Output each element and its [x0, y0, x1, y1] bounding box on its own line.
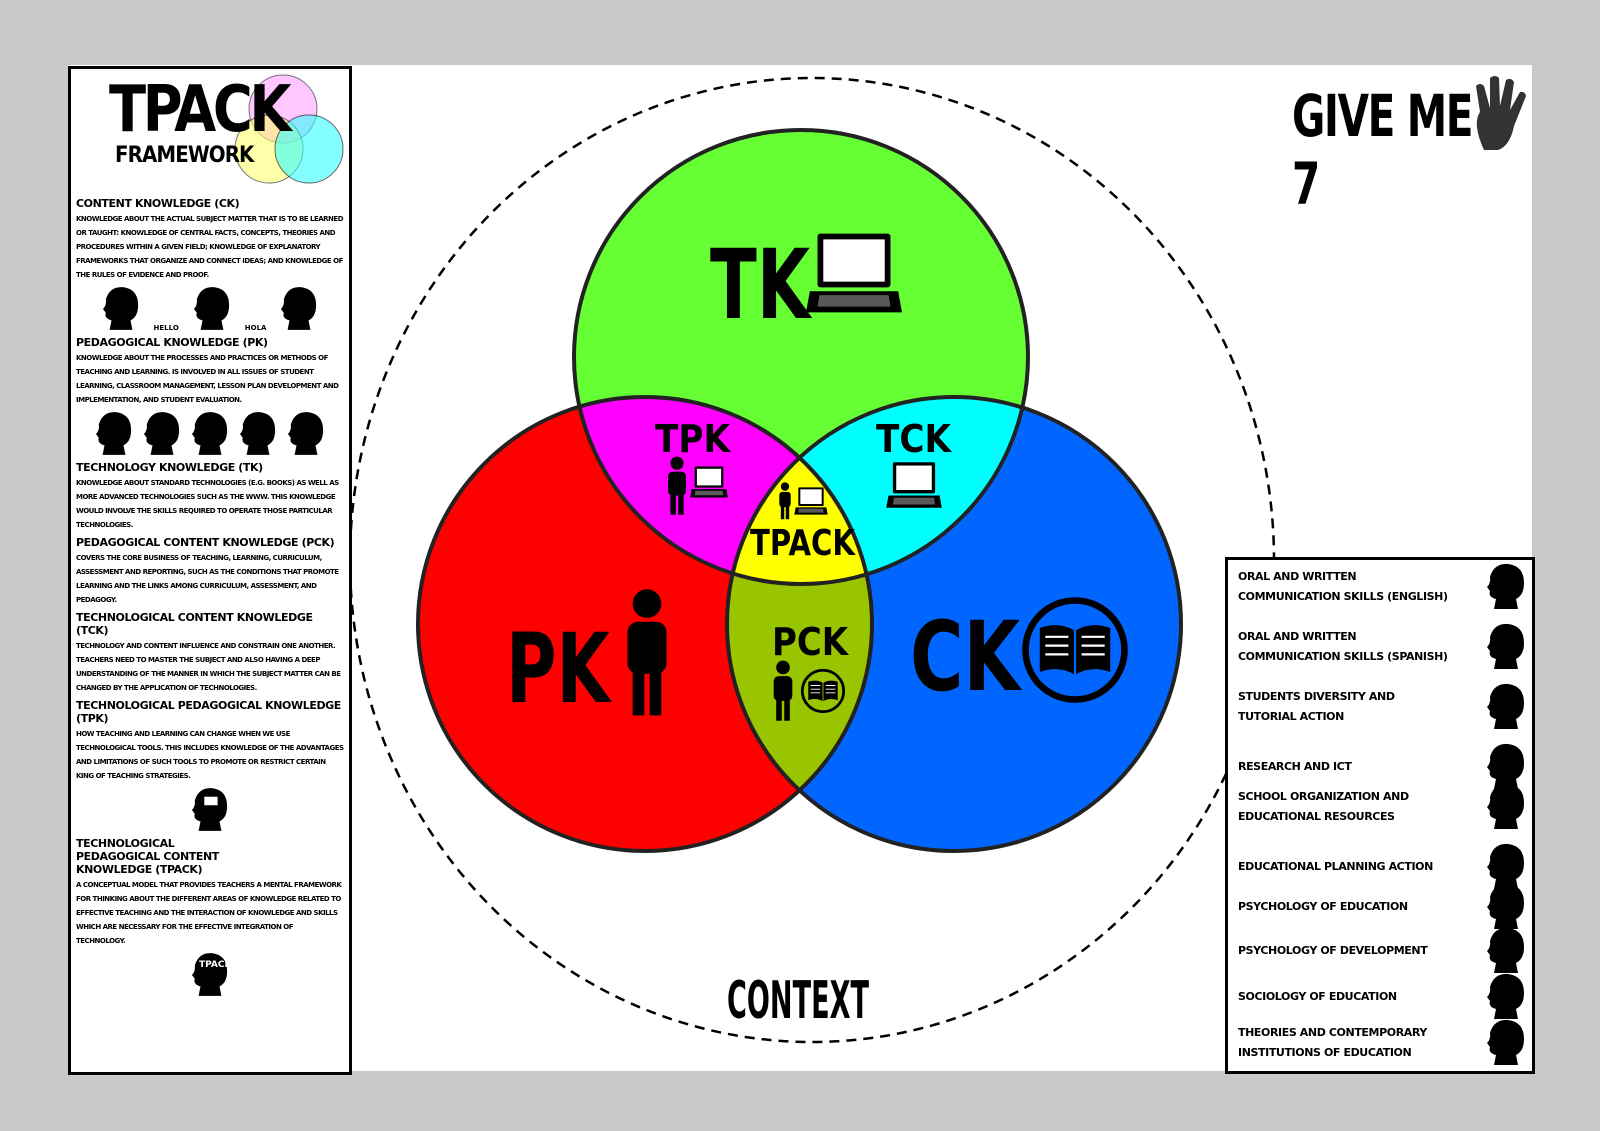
subject-label: ORAL AND WRITTEN COMMUNICATION SKILLS (S…: [1238, 630, 1448, 663]
subject-label: PSYCHOLOGY OF DEVELOPMENT: [1238, 944, 1428, 957]
subject-item: SOCIOLOGY OF EDUCATION: [1238, 972, 1528, 1022]
subject-item: ORAL AND WRITTEN COMMUNICATION SKILLS (S…: [1238, 622, 1528, 672]
head-group-icon: [239, 412, 276, 455]
tpk-label: TPK: [655, 417, 731, 461]
definition-text: Knowledge about standard technologies (e…: [76, 479, 339, 529]
ck-label: CK: [910, 601, 1023, 713]
venn-logo: [234, 74, 344, 184]
definition-text: Knowledge about the actual subject matte…: [76, 215, 344, 279]
definition-heading: PEDAGOGICAL CONTENT KNOWLEDGE (PCK): [76, 536, 335, 549]
head-hola-icon: [281, 287, 317, 330]
laptop-icon: [794, 487, 828, 515]
page-subtitle: FRAMEWORK: [115, 143, 254, 168]
context-label: CONTEXT: [727, 971, 869, 1031]
subjects-panel: ORAL AND WRITTEN COMMUNICATION SKILLS (E…: [1225, 557, 1535, 1074]
head-clock-icon: [191, 412, 228, 455]
subject-item: RESEARCH AND ICT: [1238, 742, 1528, 792]
head-book-icon: [1487, 1019, 1524, 1065]
subject-label: SCHOOL ORGANIZATION AND EDUCATIONAL RESO…: [1238, 790, 1409, 823]
subject-label: THEORIES AND CONTEMPORARY INSTITUTIONS O…: [1238, 1026, 1427, 1059]
definition-tpk: TECHNOLOGICAL PEDAGOGICAL KNOWLEDGE (TPK…: [76, 699, 344, 783]
page-title: TPACK: [109, 73, 292, 147]
definition-text: How teaching and learning can change whe…: [76, 730, 344, 780]
head-people-icon: [1487, 683, 1524, 729]
subject-label: PSYCHOLOGY OF EDUCATION: [1238, 900, 1408, 913]
definition-pck: PEDAGOGICAL CONTENT KNOWLEDGE (PCK) Cover…: [76, 536, 344, 607]
subject-item: SCHOOL ORGANIZATION AND EDUCATIONAL RESO…: [1238, 782, 1528, 832]
definition-ck: CONTENT KNOWLEDGE (CK) Knowledge about th…: [76, 197, 344, 282]
subject-label: RESEARCH AND ICT: [1238, 760, 1352, 773]
tck-label: TCK: [876, 417, 952, 461]
laptop-icon: [690, 466, 728, 498]
definition-text: Technology and content influence and con…: [76, 642, 341, 692]
definition-heading: TECHNOLOGICAL PEDAGOGICAL CONTENT KNOWLE…: [76, 837, 219, 876]
definition-heading: CONTENT KNOWLEDGE (CK): [76, 197, 240, 210]
tk-label: TK: [710, 229, 813, 341]
head-psi-icon: [143, 412, 180, 455]
head-clock-icon: [1487, 843, 1524, 889]
head-hello-icon: [1487, 563, 1524, 609]
definition-heading: TECHNOLOGY KNOWLEDGE (TK): [76, 461, 263, 474]
definition-heading: TECHNOLOGICAL PEDAGOGICAL KNOWLEDGE (TPK…: [76, 699, 341, 725]
subject-label: EDUCATIONAL PLANNING ACTION: [1238, 860, 1433, 873]
subject-item: PSYCHOLOGY OF EDUCATION: [1238, 882, 1528, 932]
definition-tpack: TECHNOLOGICAL PEDAGOGICAL CONTENT KNOWLE…: [76, 837, 246, 876]
head-hola-icon: [1487, 623, 1524, 669]
brand-logo: GIVE ME 7: [1292, 82, 1473, 218]
head-gears-icon: [1487, 927, 1524, 973]
definition-text: A conceptual model that provides teacher…: [76, 881, 342, 945]
laptop-icon: [886, 462, 942, 508]
pck-label: PCK: [772, 620, 849, 664]
head-hello-icon: [193, 287, 229, 330]
tpack-icons: TPACK: [76, 952, 344, 998]
subject-label: STUDENTS DIVERSITY AND TUTORIAL ACTION: [1238, 690, 1395, 723]
subject-item: EDUCATIONAL PLANNING ACTION: [1238, 842, 1528, 892]
definition-tpack-text: A conceptual model that provides teacher…: [76, 876, 344, 948]
head-psi-icon: [1487, 883, 1524, 929]
head-computer-icon: [191, 788, 228, 831]
definition-text: Covers the core business of teaching, le…: [76, 554, 339, 604]
subject-item: PSYCHOLOGY OF DEVELOPMENT: [1238, 926, 1528, 976]
subject-label: ORAL AND WRITTEN COMMUNICATION SKILLS (E…: [1238, 570, 1448, 603]
pk-label: PK: [506, 613, 613, 725]
definitions-list: CONTENT KNOWLEDGE (CK) Knowledge about th…: [76, 197, 344, 1002]
hola-label: HOLA: [244, 324, 267, 332]
head-group-icon: [1487, 973, 1524, 1019]
head-tpack-icon: TPACK: [191, 952, 232, 998]
subject-label: SOCIOLOGY OF EDUCATION: [1238, 990, 1397, 1003]
definition-tk: TECHNOLOGY KNOWLEDGE (TK) Knowledge about…: [76, 461, 344, 532]
definition-heading: TECHNOLOGICAL CONTENT KNOWLEDGE (TCK): [76, 611, 313, 637]
head-computer-icon: [1487, 743, 1524, 789]
subject-item: ORAL AND WRITTEN COMMUNICATION SKILLS (E…: [1238, 562, 1528, 612]
ck-icons: HELLO HOLA: [76, 286, 344, 332]
definition-heading: PEDAGOGICAL KNOWLEDGE (PK): [76, 336, 268, 349]
definition-pk: PEDAGOGICAL KNOWLEDGE (PK) Knowledge abou…: [76, 336, 344, 407]
tpack-head-label: TPACK: [199, 960, 232, 970]
definition-text: Knowledge about the processes and practi…: [76, 354, 339, 404]
subject-item: STUDENTS DIVERSITY AND TUTORIAL ACTION: [1238, 682, 1528, 732]
tpack-label: TPACK: [750, 523, 856, 564]
head-tpack-icon: [1487, 783, 1524, 829]
hand-print-icon: [1476, 76, 1526, 150]
head-book-icon: [102, 287, 138, 330]
head-gears-icon: [95, 412, 132, 455]
subject-item: THEORIES AND CONTEMPORARY INSTITUTIONS O…: [1238, 1018, 1528, 1068]
laptop-icon: [806, 233, 902, 313]
definition-tck: TECHNOLOGICAL CONTENT KNOWLEDGE (TCK) Tec…: [76, 611, 344, 695]
hello-label: HELLO: [153, 324, 179, 332]
tpk-icons: [76, 787, 344, 833]
pk-icons: [76, 411, 344, 457]
definitions-panel: TPACK FRAMEWORK CONTENT KNOWLEDGE (CK) Kn…: [68, 66, 352, 1075]
head-people-icon: [287, 412, 324, 455]
